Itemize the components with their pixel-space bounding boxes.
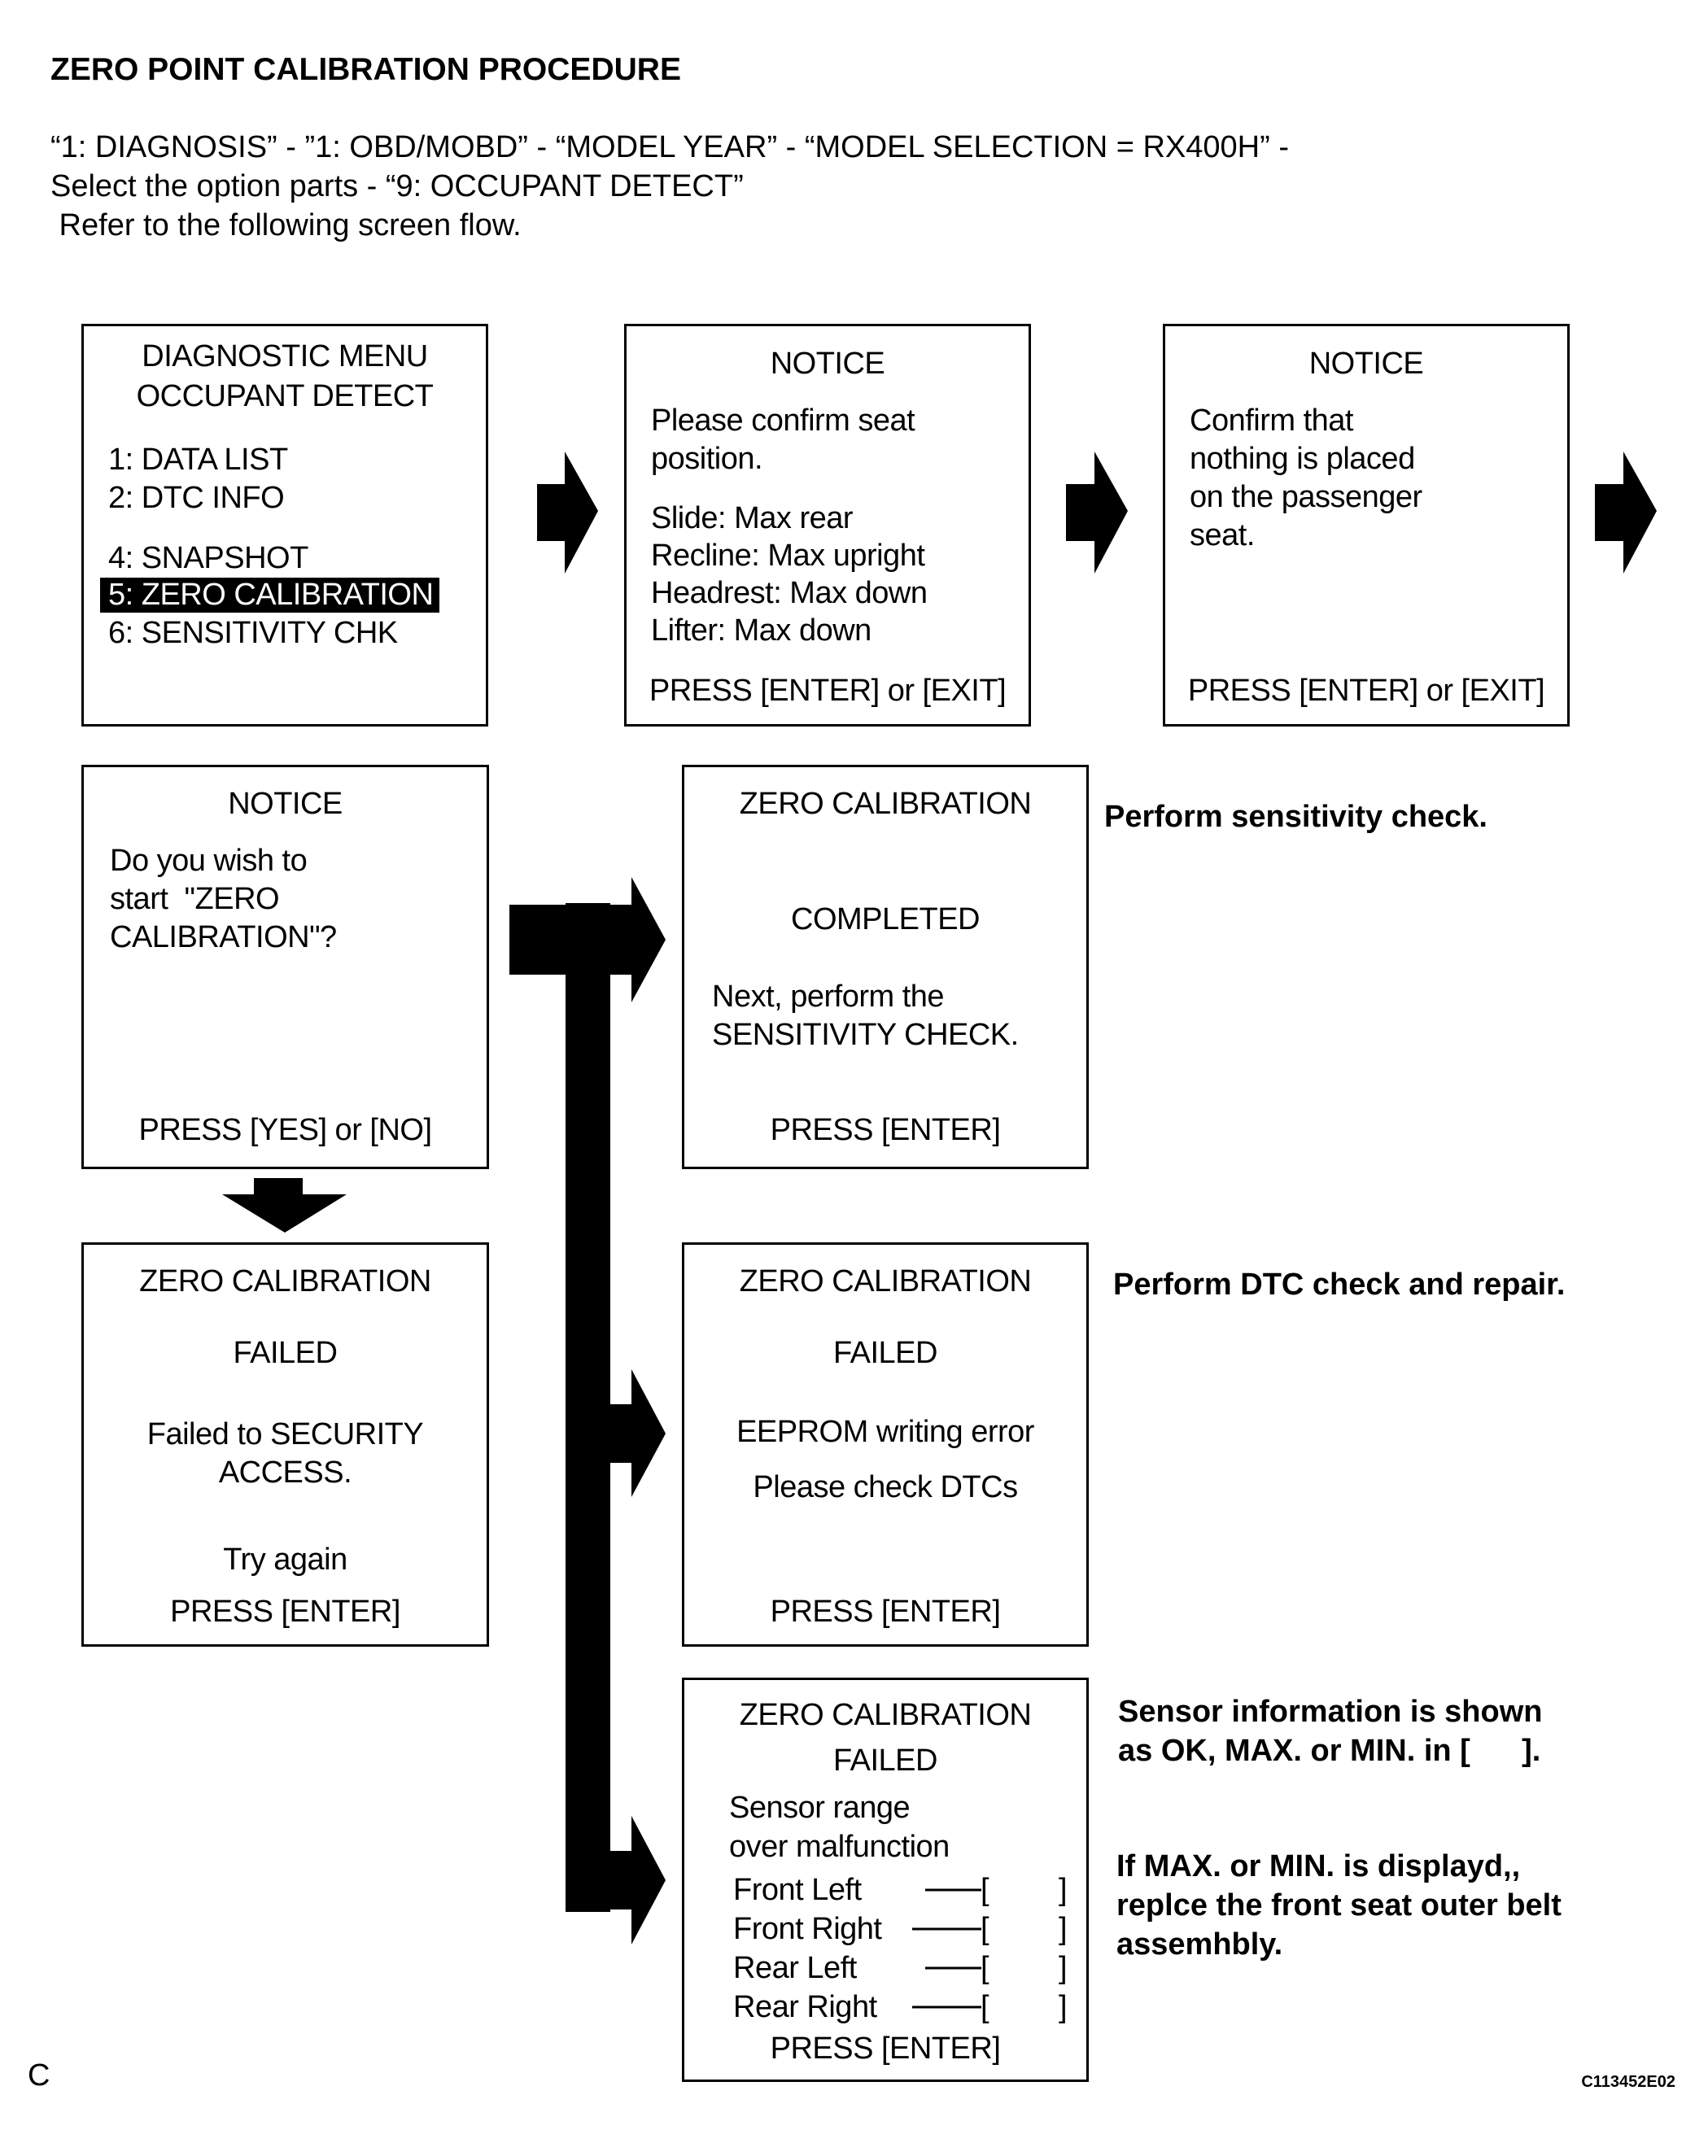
notice-line: Slide: Max rear (651, 501, 854, 535)
note-sensor-info-2: as OK, MAX. or MIN. in [ ]. (1118, 1734, 1541, 1768)
screen-line: EEPROM writing error (736, 1415, 1034, 1449)
svg-text:]: ] (1059, 1873, 1068, 1907)
notice-prompt: PRESS [ENTER] or [EXIT] (1187, 674, 1545, 708)
intro-line-2: Select the option parts - “9: OCCUPANT D… (50, 169, 744, 203)
page-title: ZERO POINT CALIBRATION PROCEDURE (50, 52, 681, 87)
menu-title-2: OCCUPANT DETECT (136, 379, 434, 413)
notice-title: NOTICE (1308, 347, 1424, 381)
notice-prompt: PRESS [YES] or [NO] (138, 1113, 432, 1147)
screen-title: ZERO CALIBRATION (139, 1264, 431, 1298)
svg-text:[: [ (981, 1990, 989, 2024)
note-replace-3: assemhbly. (1116, 1927, 1283, 1962)
arrow-right-3 (1595, 452, 1657, 574)
screen-prompt: PRESS [ENTER] (770, 1113, 1001, 1147)
notice-line: position. (651, 442, 763, 476)
menu-item-data-list[interactable]: 1: DATA LIST (108, 443, 288, 477)
screen-line: Sensor range (729, 1791, 911, 1825)
menu-item-zero-calibration[interactable]: 5: ZERO CALIBRATION (100, 578, 440, 613)
intro-line-3: Refer to the following screen flow. (50, 208, 522, 242)
notice-line: CALIBRATION"? (110, 920, 337, 954)
sensor-label-front-left: Front Left (733, 1873, 862, 1907)
notice-seat-empty-screen: NOTICE Confirm that nothing is placed on… (1163, 324, 1570, 727)
svg-text:[: [ (981, 1912, 989, 1946)
notice-line: Headrest: Max down (651, 576, 928, 610)
notice-title: NOTICE (770, 347, 885, 381)
notice-line: seat. (1190, 518, 1255, 552)
sensor-label-rear-right: Rear Right (733, 1990, 877, 2024)
arrow-to-sensor (610, 1816, 666, 1944)
notice-line: Confirm that (1190, 404, 1353, 438)
screen-line: over malfunction (729, 1830, 950, 1864)
footer-letter: C (28, 2058, 50, 2093)
arrow-down (254, 1178, 303, 1194)
screen-line: ACCESS. (218, 1456, 352, 1490)
retry-text: Try again (223, 1543, 347, 1577)
note-dtc-check: Perform DTC check and repair. (1113, 1268, 1566, 1302)
sensor-label-front-right: Front Right (733, 1912, 882, 1946)
notice-line: Lifter: Max down (651, 613, 871, 648)
status-completed: COMPLETED (791, 902, 980, 936)
screen-line: SENSITIVITY CHECK. (712, 1018, 1019, 1052)
menu-item-snapshot[interactable]: 4: SNAPSHOT (108, 541, 308, 575)
intro-line-1: “1: DIAGNOSIS” - ”1: OBD/MOBD” - “MODEL … (50, 130, 1289, 164)
note-replace-1: If MAX. or MIN. is displayd,, (1116, 1849, 1521, 1883)
flow-trunk (566, 903, 610, 1912)
screen-line: Next, perform the (712, 980, 945, 1014)
notice-line: Please confirm seat (651, 404, 915, 438)
sensor-leader-lines: [] [] [] [] (912, 1873, 1068, 2024)
failed-sensor-screen: ZERO CALIBRATION FAILED Sensor range ove… (682, 1678, 1089, 2082)
notice-prompt: PRESS [ENTER] or [EXIT] (649, 674, 1007, 708)
screen-line: Failed to SECURITY (146, 1417, 424, 1451)
svg-text:]: ] (1059, 1951, 1068, 1985)
sensor-label-rear-left: Rear Left (733, 1951, 857, 1985)
notice-line: on the passenger (1190, 480, 1422, 514)
notice-start-calibration-screen: NOTICE Do you wish to start "ZERO CALIBR… (81, 765, 489, 1169)
screen-title: ZERO CALIBRATION (739, 1264, 1032, 1298)
figure-code: C113452E02 (1581, 2073, 1675, 2091)
screen-title: ZERO CALIBRATION (739, 1698, 1032, 1732)
failed-security-screen: ZERO CALIBRATION FAILED Failed to SECURI… (81, 1242, 489, 1647)
notice-line: nothing is placed (1190, 442, 1415, 476)
status-failed: FAILED (833, 1336, 937, 1370)
arrow-down-head (222, 1194, 347, 1233)
notice-seat-position-screen: NOTICE Please confirm seat position. Sli… (624, 324, 1031, 727)
notice-line: Do you wish to (110, 844, 308, 878)
screen-prompt: PRESS [ENTER] (170, 1595, 400, 1629)
failed-eeprom-screen: ZERO CALIBRATION FAILED EEPROM writing e… (682, 1242, 1089, 1647)
svg-text:[: [ (981, 1951, 989, 1985)
screen-prompt: PRESS [ENTER] (770, 2032, 1001, 2066)
screen-line: Please check DTCs (753, 1470, 1018, 1504)
screen-prompt: PRESS [ENTER] (770, 1595, 1001, 1629)
svg-text:]: ] (1059, 1912, 1068, 1946)
svg-text:[: [ (981, 1873, 989, 1907)
note-sensor-info-1: Sensor information is shown (1118, 1695, 1543, 1729)
arrow-right-2 (1066, 452, 1128, 574)
menu-item-dtc-info[interactable]: 2: DTC INFO (108, 481, 285, 515)
notice-line: start "ZERO (110, 882, 280, 916)
svg-text:]: ] (1059, 1990, 1068, 2024)
calibration-completed-screen: ZERO CALIBRATION COMPLETED Next, perform… (682, 765, 1089, 1169)
notice-title: NOTICE (228, 787, 343, 821)
diagnostic-menu-screen: DIAGNOSTIC MENU OCCUPANT DETECT 1: DATA … (81, 324, 488, 727)
status-failed: FAILED (833, 1744, 937, 1778)
arrow-right-1 (537, 452, 598, 574)
note-replace-2: replce the front seat outer belt (1116, 1888, 1562, 1923)
menu-title-1: DIAGNOSTIC MENU (142, 339, 428, 373)
arrow-to-completed (509, 877, 666, 1002)
status-failed: FAILED (233, 1336, 338, 1370)
menu-item-sensitivity-chk[interactable]: 6: SENSITIVITY CHK (108, 616, 398, 650)
notice-line: Recline: Max upright (651, 539, 925, 573)
note-sensitivity-check: Perform sensitivity check. (1104, 800, 1487, 834)
screen-title: ZERO CALIBRATION (739, 787, 1032, 821)
arrow-to-eeprom (610, 1369, 666, 1497)
